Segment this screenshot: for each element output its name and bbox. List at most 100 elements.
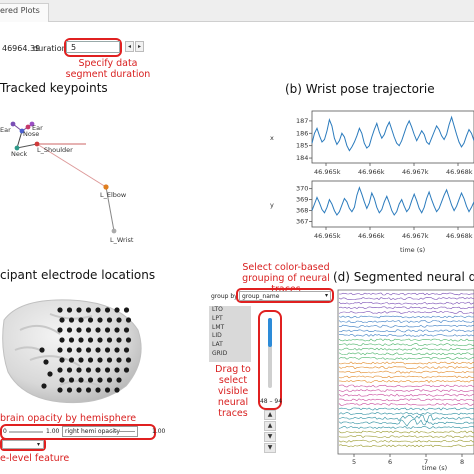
electrode-marker <box>125 337 132 343</box>
neural-trace <box>338 430 474 434</box>
left-opacity-max: 1.00 <box>46 428 60 435</box>
neural-trace <box>338 343 474 347</box>
electrode-marker <box>123 347 130 353</box>
electrode-marker <box>66 307 73 313</box>
electrode-marker <box>68 357 75 363</box>
scroll-down-button[interactable]: ▼ <box>264 432 276 442</box>
brain-electrode-plot <box>2 299 142 404</box>
x-tick-label: 46.965k <box>314 232 341 240</box>
keypoint-label: Ear <box>0 126 11 134</box>
feature-select[interactable]: ▾ <box>2 440 44 449</box>
neural-trace <box>338 370 474 374</box>
electrode-marker <box>97 317 103 323</box>
keypoint-label: Nose <box>23 130 39 138</box>
duration-decrement-button[interactable]: ◂ <box>125 41 134 52</box>
x-axis-label: time (s) <box>400 246 425 254</box>
electrode-marker <box>125 317 132 323</box>
range-slider-track[interactable] <box>268 318 272 388</box>
keypoint-marker <box>14 145 20 151</box>
annotation-line: visible neural <box>217 386 249 408</box>
keypoint-marker <box>10 121 16 127</box>
right-opacity-max: 1.00 <box>152 428 166 435</box>
channel-group-item[interactable]: LID <box>212 332 222 340</box>
y-tick-label: 184 <box>296 154 308 162</box>
keypoints-title: Tracked keypoints <box>0 81 108 95</box>
neural-trace <box>338 356 474 360</box>
electrode-marker <box>87 317 94 323</box>
tab-rendered-plots[interactable]: ered Plots <box>0 3 49 22</box>
electrode-marker <box>95 367 101 373</box>
electrode-marker <box>85 307 92 313</box>
electrode-marker <box>114 347 120 353</box>
neural-title: (d) Segmented neural da <box>333 270 474 284</box>
electrode-marker <box>106 357 113 363</box>
skeleton-edge <box>16 143 38 149</box>
electrode-marker <box>66 327 73 333</box>
scroll-up-button[interactable]: ▲ <box>264 410 276 420</box>
duration-annotation: Specify data segment duration <box>62 58 154 80</box>
duration-increment-button[interactable]: ▸ <box>135 41 144 52</box>
electrode-marker <box>97 377 103 383</box>
scroll-down-fast-button[interactable]: ▼ <box>264 443 276 453</box>
electrode-marker <box>114 327 120 333</box>
wrist-y-series <box>311 186 474 216</box>
x-tick-label: 46.967k <box>402 232 429 240</box>
channel-group-item[interactable]: LTO <box>212 306 223 313</box>
group-by-select[interactable]: group_name ▾ <box>239 291 331 301</box>
neural-trace <box>338 425 474 429</box>
electrode-marker <box>39 347 45 353</box>
electrode-marker <box>59 337 65 343</box>
x-tick-label: 6 <box>388 458 392 466</box>
keypoint-label: L_Wrist <box>110 236 134 244</box>
keypoint-marker <box>111 228 117 234</box>
electrode-marker <box>76 347 82 353</box>
neural-trace <box>338 315 474 319</box>
channel-group-item[interactable]: LAT <box>212 341 223 349</box>
annotation-line: traces <box>218 408 248 419</box>
electrode-marker <box>104 327 111 333</box>
electrode-marker <box>123 307 130 313</box>
x-tick-label: 5 <box>352 458 356 466</box>
neural-trace <box>338 310 474 314</box>
electrode-marker <box>76 327 82 333</box>
annotation-line: Drag to select <box>215 364 251 386</box>
channel-group-item[interactable]: LMT <box>212 323 225 331</box>
keypoint-marker <box>19 128 25 134</box>
group-by-annotation-box <box>236 288 334 303</box>
neural-trace <box>338 329 474 333</box>
neural-trace <box>338 320 474 324</box>
right-opacity-control[interactable]: right hemi opacity <box>62 426 138 437</box>
left-opacity-slider[interactable] <box>9 431 43 433</box>
plot-frame <box>337 289 474 455</box>
opacity-annotation: brain opacity by hemisphere <box>0 413 137 424</box>
channel-group-item[interactable]: GRID <box>212 349 228 357</box>
electrode-marker <box>41 383 47 389</box>
feature-annotation: e-level feature <box>0 453 70 464</box>
electrode-marker <box>114 307 120 313</box>
electrode-marker <box>85 387 92 393</box>
channel-group-list[interactable]: LTO LPT LMT LID LAT GRID <box>209 306 251 362</box>
keypoint-skeleton-plot: Ear Ear Nose Neck L_Shoulder L_Elbow L_W… <box>0 121 134 244</box>
neural-trace <box>338 389 474 393</box>
electrode-marker <box>68 337 75 343</box>
wrist-title: (b) Wrist pose trajectorie <box>285 82 435 96</box>
electrode-marker <box>125 357 132 363</box>
range-slider-value: 48 – 94 <box>259 398 283 405</box>
skeleton-edge <box>105 186 115 232</box>
x-tick-label: 46.966k <box>358 168 385 176</box>
right-opacity-track[interactable] <box>111 431 135 432</box>
neural-trace <box>338 306 474 310</box>
keypoint-label: L_Elbow <box>100 191 127 199</box>
y-tick-label: 185 <box>296 142 308 150</box>
neural-trace <box>338 435 474 438</box>
annotation-line: segment duration <box>65 69 151 80</box>
channel-group-item[interactable]: LPT <box>212 314 223 322</box>
neural-trace <box>338 419 474 427</box>
range-slider-fill[interactable] <box>268 318 272 347</box>
keypoint-marker <box>25 124 31 130</box>
neural-trace <box>338 393 474 397</box>
duration-input[interactable]: 5 <box>66 41 120 53</box>
scroll-up-fast-button[interactable]: ▲ <box>264 421 276 431</box>
wrist-x-series <box>311 115 474 152</box>
